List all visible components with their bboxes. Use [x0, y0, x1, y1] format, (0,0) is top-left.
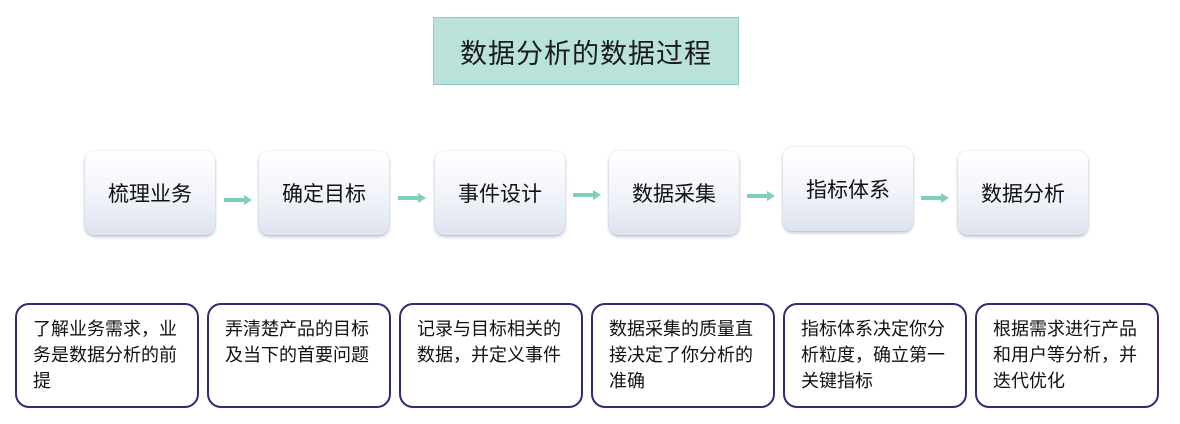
- step-note-5: 指标体系决定你分析粒度，确立第一关键指标: [783, 303, 967, 408]
- step-note-2: 弄清楚产品的目标及当下的首要问题: [207, 303, 391, 408]
- step-box-1: 梳理业务: [85, 151, 215, 235]
- step-box-5: 指标体系: [783, 147, 913, 231]
- step-note-6: 根据需求进行产品和用户等分析，并迭代优化: [975, 303, 1159, 408]
- step-box-6: 数据分析: [958, 151, 1088, 235]
- step-note-1: 了解业务需求，业务是数据分析的前提: [15, 303, 199, 408]
- step-box-2: 确定目标: [259, 151, 389, 235]
- step-note-4: 数据采集的质量直接决定了你分析的准确: [591, 303, 775, 408]
- arrow-icon: [398, 193, 426, 203]
- step-box-3: 事件设计: [435, 151, 565, 235]
- arrow-icon: [921, 193, 949, 203]
- arrow-icon: [573, 190, 601, 200]
- step-note-3: 记录与目标相关的数据，并定义事件: [399, 303, 583, 408]
- arrow-icon: [747, 191, 775, 201]
- diagram-title: 数据分析的数据过程: [433, 17, 739, 85]
- step-box-4: 数据采集: [609, 151, 739, 235]
- arrow-icon: [224, 195, 252, 205]
